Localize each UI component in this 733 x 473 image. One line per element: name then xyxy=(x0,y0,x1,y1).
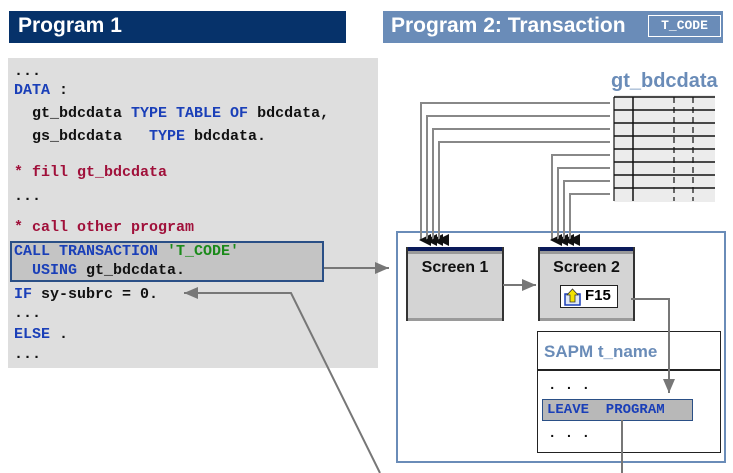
return-arrow xyxy=(184,287,381,473)
f15-button[interactable]: F15 xyxy=(560,285,618,308)
code-line-dots: ... xyxy=(14,63,42,80)
feed-line xyxy=(419,102,610,246)
var-gt-bdcdata: gt_bdcdata xyxy=(14,105,132,122)
comment-call: * call other program xyxy=(14,219,195,236)
module-pool-title: SAPM t_name xyxy=(544,342,658,361)
var-gs-bdcdata: gs_bdcdata xyxy=(14,128,150,145)
f15-to-leave-arrow xyxy=(631,298,675,393)
bdcdata-table-gridlines xyxy=(613,96,715,201)
keyword-else: ELSE xyxy=(14,326,51,343)
leave-program-statement: LEAVE PROGRAM xyxy=(547,402,665,418)
screen-bottom-edge xyxy=(408,318,502,321)
program1-title: Program 1 xyxy=(18,14,122,37)
code-line-call: CALL TRANSACTION 'T_CODE' xyxy=(14,243,239,261)
keyword-using: USING xyxy=(14,262,78,279)
type-bdcdata: bdcdata. xyxy=(185,128,267,145)
type-bdcdata: bdcdata, xyxy=(248,105,330,122)
keyword-type-table-of: TYPE TABLE OF xyxy=(131,105,249,122)
program2-header: Program 2: Transaction T_CODE xyxy=(383,11,723,43)
program1-header: Program 1 xyxy=(9,11,346,43)
bdcdata-feed-lines xyxy=(419,102,610,246)
feed-line xyxy=(437,141,610,246)
code-line-dots: ... xyxy=(14,305,42,322)
screen-1-title: Screen 1 xyxy=(421,259,489,276)
feed-line xyxy=(568,193,610,246)
call-transaction-highlight xyxy=(10,241,324,282)
code-line-decl1: gt_bdcdata TYPE TABLE OF bdcdata, xyxy=(14,105,329,123)
module-dots-before: . . . xyxy=(548,378,591,394)
module-pool-box: SAPM t_name . . . LEAVE PROGRAM . . . xyxy=(537,331,721,453)
keyword-data: DATA xyxy=(14,82,51,99)
leave-program-highlight: LEAVE PROGRAM xyxy=(542,399,693,421)
exit-up-arrow-icon xyxy=(564,288,581,306)
code-line-using: USING gt_bdcdata. xyxy=(14,262,185,280)
bdcdata-table-label: gt_bdcdata xyxy=(611,70,718,92)
comment-fill: * fill gt_bdcdata xyxy=(14,164,168,181)
if-condition: sy-subrc = 0. xyxy=(32,286,159,303)
f15-label: F15 xyxy=(585,287,611,304)
program2-title: Program 2: Transaction xyxy=(391,14,626,37)
feed-line xyxy=(425,115,610,246)
screen-titlebar xyxy=(540,247,633,251)
code-dot: . xyxy=(50,326,69,343)
program1-code-panel xyxy=(8,58,378,368)
screen-1: Screen 1 xyxy=(406,247,504,321)
screen-2-title: Screen 2 xyxy=(553,259,620,276)
code-line-else: ELSE . xyxy=(14,326,68,344)
feed-line xyxy=(550,154,610,246)
keyword-if: IF xyxy=(14,286,33,303)
keyword-type: TYPE xyxy=(149,128,186,145)
screen-titlebar xyxy=(408,247,502,251)
feed-line xyxy=(556,167,610,246)
screen-titlebar-shadow xyxy=(540,251,633,254)
module-pool-divider xyxy=(538,369,720,371)
feed-line xyxy=(431,128,610,246)
code-line-dots: ... xyxy=(14,346,42,363)
code-line-if: IF sy-subrc = 0. xyxy=(14,286,158,304)
code-line-dots: ... xyxy=(14,188,42,205)
code-line-decl2: gs_bdcdata TYPE bdcdata. xyxy=(14,128,266,146)
module-dots-after: . . . xyxy=(548,426,591,442)
code-line-data: DATA : xyxy=(14,82,68,100)
screen-bottom-edge xyxy=(540,318,633,321)
code-colon: : xyxy=(50,82,69,99)
screen-titlebar-shadow xyxy=(408,251,502,254)
tcode-badge: T_CODE xyxy=(648,15,721,37)
screen-2: Screen 2 F15 xyxy=(538,247,635,321)
string-tcode: 'T_CODE' xyxy=(167,243,240,260)
var-gt-bdcdata: gt_bdcdata. xyxy=(77,262,186,279)
keyword-call-transaction: CALL TRANSACTION xyxy=(14,243,168,260)
feed-line xyxy=(562,180,610,246)
